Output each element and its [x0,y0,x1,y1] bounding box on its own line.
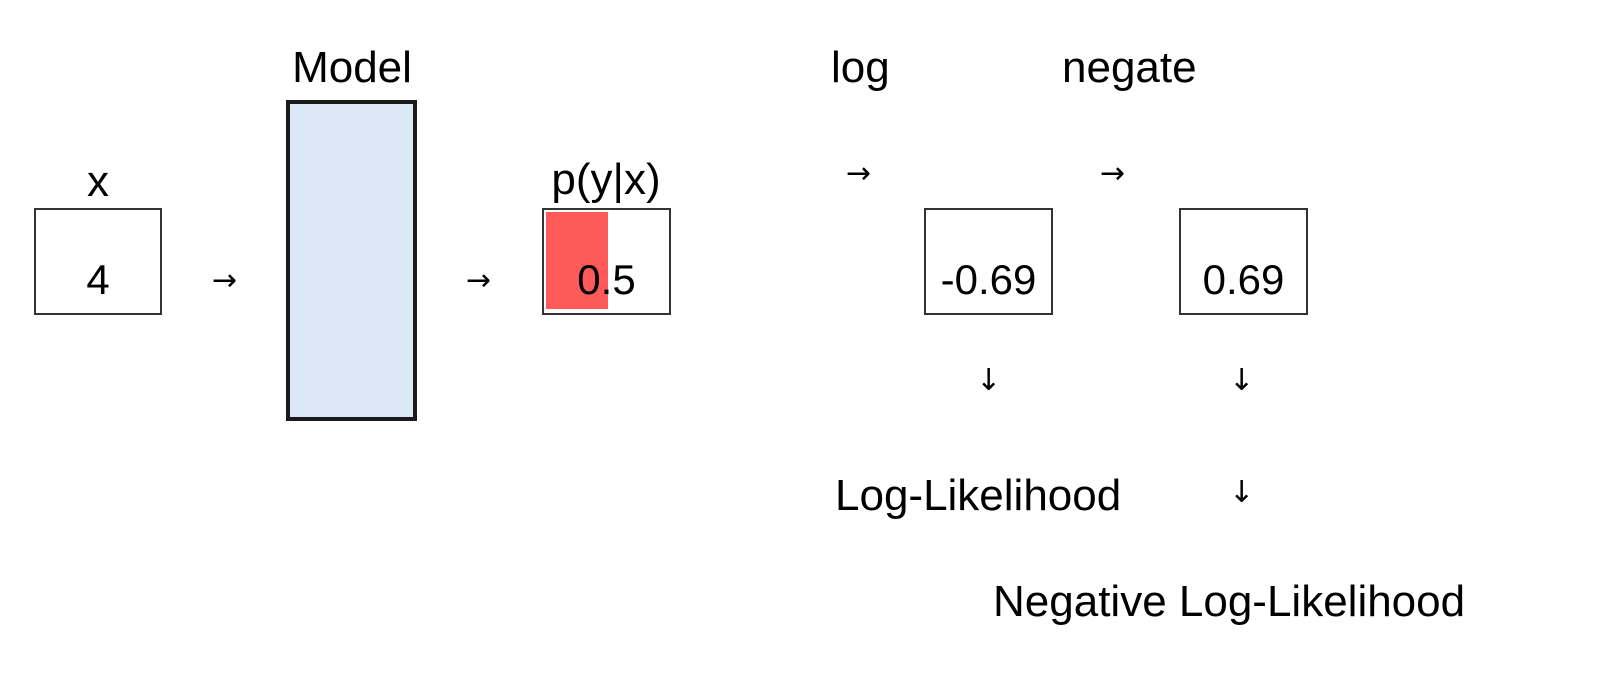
arrow-down-icon: ↓ [976,363,1002,398]
log-likelihood-value: -0.69 [940,256,1037,303]
model-label: Model [292,43,412,92]
arrow-down-icon: ↓ [1229,363,1255,398]
negate-label: negate [1062,43,1197,92]
input-value: 4 [86,256,110,303]
negative-log-likelihood-box: 0.69 [1179,208,1308,315]
arrow-down-icon: ↓ [1229,475,1255,510]
probability-value: 0.5 [577,256,636,303]
arrow-right-icon: → [212,263,238,298]
negative-log-likelihood-value: 0.69 [1202,256,1285,303]
log-likelihood-box: -0.69 [924,208,1053,315]
model-box [286,100,417,421]
probability-label: p(y|x) [551,155,661,204]
log-likelihood-label: Log-Likelihood [835,471,1122,520]
arrow-right-icon: → [466,263,492,298]
arrow-right-icon: → [1100,156,1126,191]
arrow-right-icon: → [846,156,872,191]
input-box: 4 [34,208,162,315]
negative-log-likelihood-label: Negative Log-Likelihood [993,577,1466,626]
probability-fill-bar [546,212,608,309]
probability-box: 0.5 [542,208,671,315]
log-label: log [831,43,890,92]
input-label: x [87,157,109,206]
